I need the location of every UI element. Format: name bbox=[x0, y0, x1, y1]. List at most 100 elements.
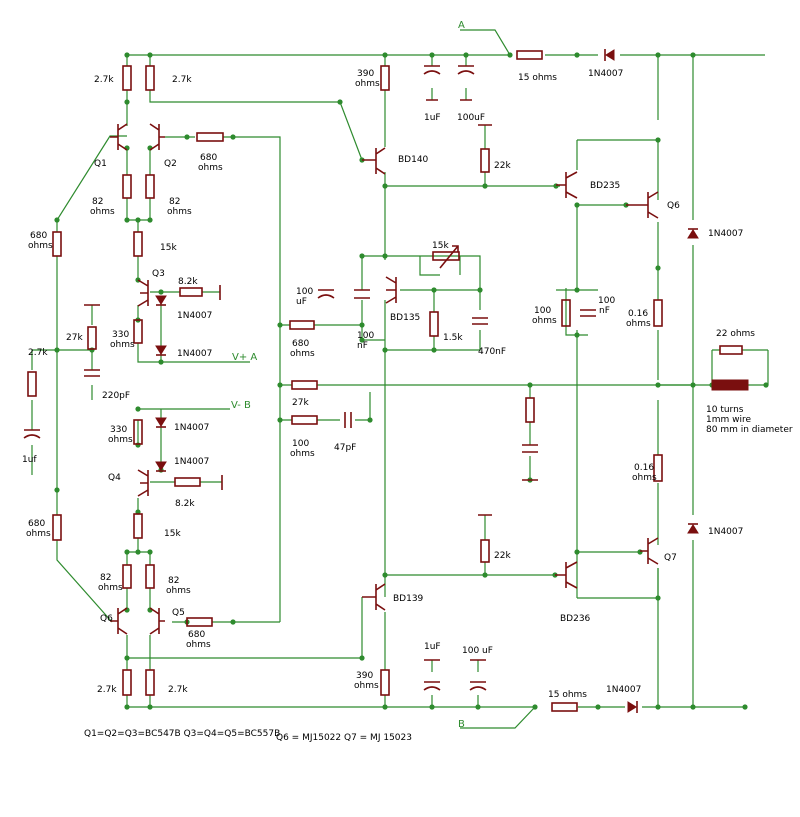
label-c-1uf-bot: 1uF bbox=[424, 642, 441, 652]
label-r-330-bot: 330 bbox=[110, 425, 127, 435]
label-r-82-right-top: 82 bbox=[169, 197, 180, 207]
label-r-680-top: 680 bbox=[200, 153, 217, 163]
label-r-82-left-top: 82 bbox=[92, 197, 103, 207]
label-r-680-left-top-unit: ohms bbox=[28, 241, 53, 251]
label-r-680-left-bot: 680 bbox=[28, 519, 45, 529]
diodes bbox=[155, 49, 699, 713]
label-r-2k7-left-top: 2.7k bbox=[94, 75, 114, 85]
label-c-100uf-top: 100uF bbox=[457, 113, 485, 123]
label-r-82-left-bot-unit: ohms bbox=[98, 583, 123, 593]
label-r-1k5: 1.5k bbox=[443, 333, 463, 343]
label-r-016-top-unit: ohms bbox=[626, 319, 651, 329]
label-r-22k-bot: 22k bbox=[494, 551, 511, 561]
capacitors bbox=[23, 65, 596, 691]
label-r-15-bot: 15 ohms bbox=[548, 690, 587, 700]
label-r-82-left-top-unit: ohms bbox=[90, 207, 115, 217]
label-r-2k7-left: 2.7k bbox=[28, 348, 48, 358]
label-r-100-fb-unit: ohms bbox=[290, 449, 315, 459]
label-rail-a: A bbox=[458, 20, 465, 31]
label-q7: Q7 bbox=[664, 553, 677, 563]
label-coil-1: 10 turns bbox=[706, 405, 744, 415]
label-bd135: BD135 bbox=[390, 313, 420, 323]
label-r-680-left-top: 680 bbox=[30, 231, 47, 241]
label-r-8k2-top: 8.2k bbox=[178, 277, 198, 287]
label-q1: Q1 bbox=[94, 159, 107, 169]
label-r-330-top-unit: ohms bbox=[110, 340, 135, 350]
label-r-82-right-top-unit: ohms bbox=[167, 207, 192, 217]
label-bd236: BD236 bbox=[560, 614, 591, 624]
label-d-right-bot: 1N4007 bbox=[708, 527, 743, 537]
label-c-470nf: 470nF bbox=[478, 347, 506, 357]
label-r-15k-top: 15k bbox=[160, 243, 177, 253]
label-q2: Q2 bbox=[164, 159, 177, 169]
label-r-82-right-bot-unit: ohms bbox=[166, 586, 191, 596]
label-r-016-bot: 0.16 bbox=[634, 463, 654, 473]
label-q5: Q5 bbox=[172, 608, 185, 618]
label-d-q4b: 1N4007 bbox=[174, 457, 209, 467]
labels: 2.7k 2.7k Q1 Q2 680 ohms 82 ohms 82 ohms… bbox=[22, 20, 793, 743]
label-r-100-mid: 100 bbox=[534, 306, 551, 316]
label-r-680-left-bot-unit: ohms bbox=[26, 529, 51, 539]
label-r-680-top-unit: ohms bbox=[198, 163, 223, 173]
label-r-390-top-unit: ohms bbox=[355, 79, 380, 89]
label-c-100uf-mid: 100 bbox=[296, 287, 313, 297]
label-vplus-a: V+ A bbox=[232, 352, 257, 363]
label-d-top: 1N4007 bbox=[588, 69, 623, 79]
label-vminus-b: V- B bbox=[231, 400, 251, 411]
label-r-27k-left: 27k bbox=[66, 333, 83, 343]
label-d-bot: 1N4007 bbox=[606, 685, 641, 695]
label-q6-right: Q6 bbox=[667, 201, 680, 211]
trim-pot-arrow bbox=[439, 245, 459, 269]
label-r-330-top: 330 bbox=[112, 330, 129, 340]
label-d-q4a: 1N4007 bbox=[174, 423, 209, 433]
label-r-2k7-right-top: 2.7k bbox=[172, 75, 192, 85]
label-r-390-top: 390 bbox=[357, 69, 374, 79]
label-r-2k7-right-bot: 2.7k bbox=[168, 685, 188, 695]
label-c-100uf-mid-unit: uF bbox=[296, 297, 307, 307]
label-r-100-fb: 100 bbox=[292, 439, 309, 449]
label-r-22-out: 22 ohms bbox=[716, 329, 755, 339]
label-r-330-bot-unit: ohms bbox=[108, 435, 133, 445]
output-coil bbox=[711, 379, 749, 391]
label-c-100nf-unit: nF bbox=[357, 341, 368, 351]
label-rail-b: B bbox=[458, 719, 465, 730]
label-bd140: BD140 bbox=[398, 155, 429, 165]
label-d-right-top: 1N4007 bbox=[708, 229, 743, 239]
label-r-82-left-bot: 82 bbox=[100, 573, 111, 583]
note-transistor-list: Q1=Q2=Q3=BC547B Q3=Q4=Q5=BC557B bbox=[84, 729, 280, 739]
label-d-q3a: 1N4007 bbox=[177, 311, 212, 321]
label-r-100-mid-unit: ohms bbox=[532, 316, 557, 326]
label-r-8k2-bot: 8.2k bbox=[175, 499, 195, 509]
label-r-680-bot: 680 bbox=[188, 630, 205, 640]
label-c-100uf-bot: 100 uF bbox=[462, 646, 493, 656]
label-c-1uf-left: 1uf bbox=[22, 455, 37, 465]
label-c-100nf-right: 100 bbox=[598, 296, 615, 306]
label-r-15k-pot: 15k bbox=[432, 241, 449, 251]
label-c-220pf: 220pF bbox=[102, 391, 130, 401]
label-r-2k7-left-bot: 2.7k bbox=[97, 685, 117, 695]
label-q6-left: Q6 bbox=[100, 614, 113, 624]
label-c-100nf-right-unit: nF bbox=[599, 306, 610, 316]
label-bd139: BD139 bbox=[393, 594, 424, 604]
label-bd235: BD235 bbox=[590, 181, 620, 191]
label-c-100nf: 100 bbox=[357, 331, 374, 341]
junction-dots bbox=[54, 52, 769, 710]
label-r-680-mid: 680 bbox=[292, 339, 309, 349]
label-r-15k-bot: 15k bbox=[164, 529, 181, 539]
label-r-27k-fb: 27k bbox=[292, 398, 309, 408]
label-r-22k-top: 22k bbox=[494, 161, 511, 171]
wires bbox=[31, 29, 769, 729]
label-r-390-bot: 390 bbox=[356, 671, 373, 681]
label-d-q3b: 1N4007 bbox=[177, 349, 212, 359]
label-c-1uf-top: 1uF bbox=[424, 113, 441, 123]
label-coil-3: 80 mm in diameter bbox=[706, 425, 793, 435]
label-r-680-mid-unit: ohms bbox=[290, 349, 315, 359]
label-r-680-bot-unit: ohms bbox=[186, 640, 211, 650]
label-r-15-top: 15 ohms bbox=[518, 73, 557, 83]
label-coil-2: 1mm wire bbox=[706, 415, 751, 425]
label-q3: Q3 bbox=[152, 269, 165, 279]
transistors bbox=[110, 123, 659, 635]
label-r-016-top: 0.16 bbox=[628, 309, 648, 319]
label-r-82-right-bot: 82 bbox=[168, 576, 179, 586]
